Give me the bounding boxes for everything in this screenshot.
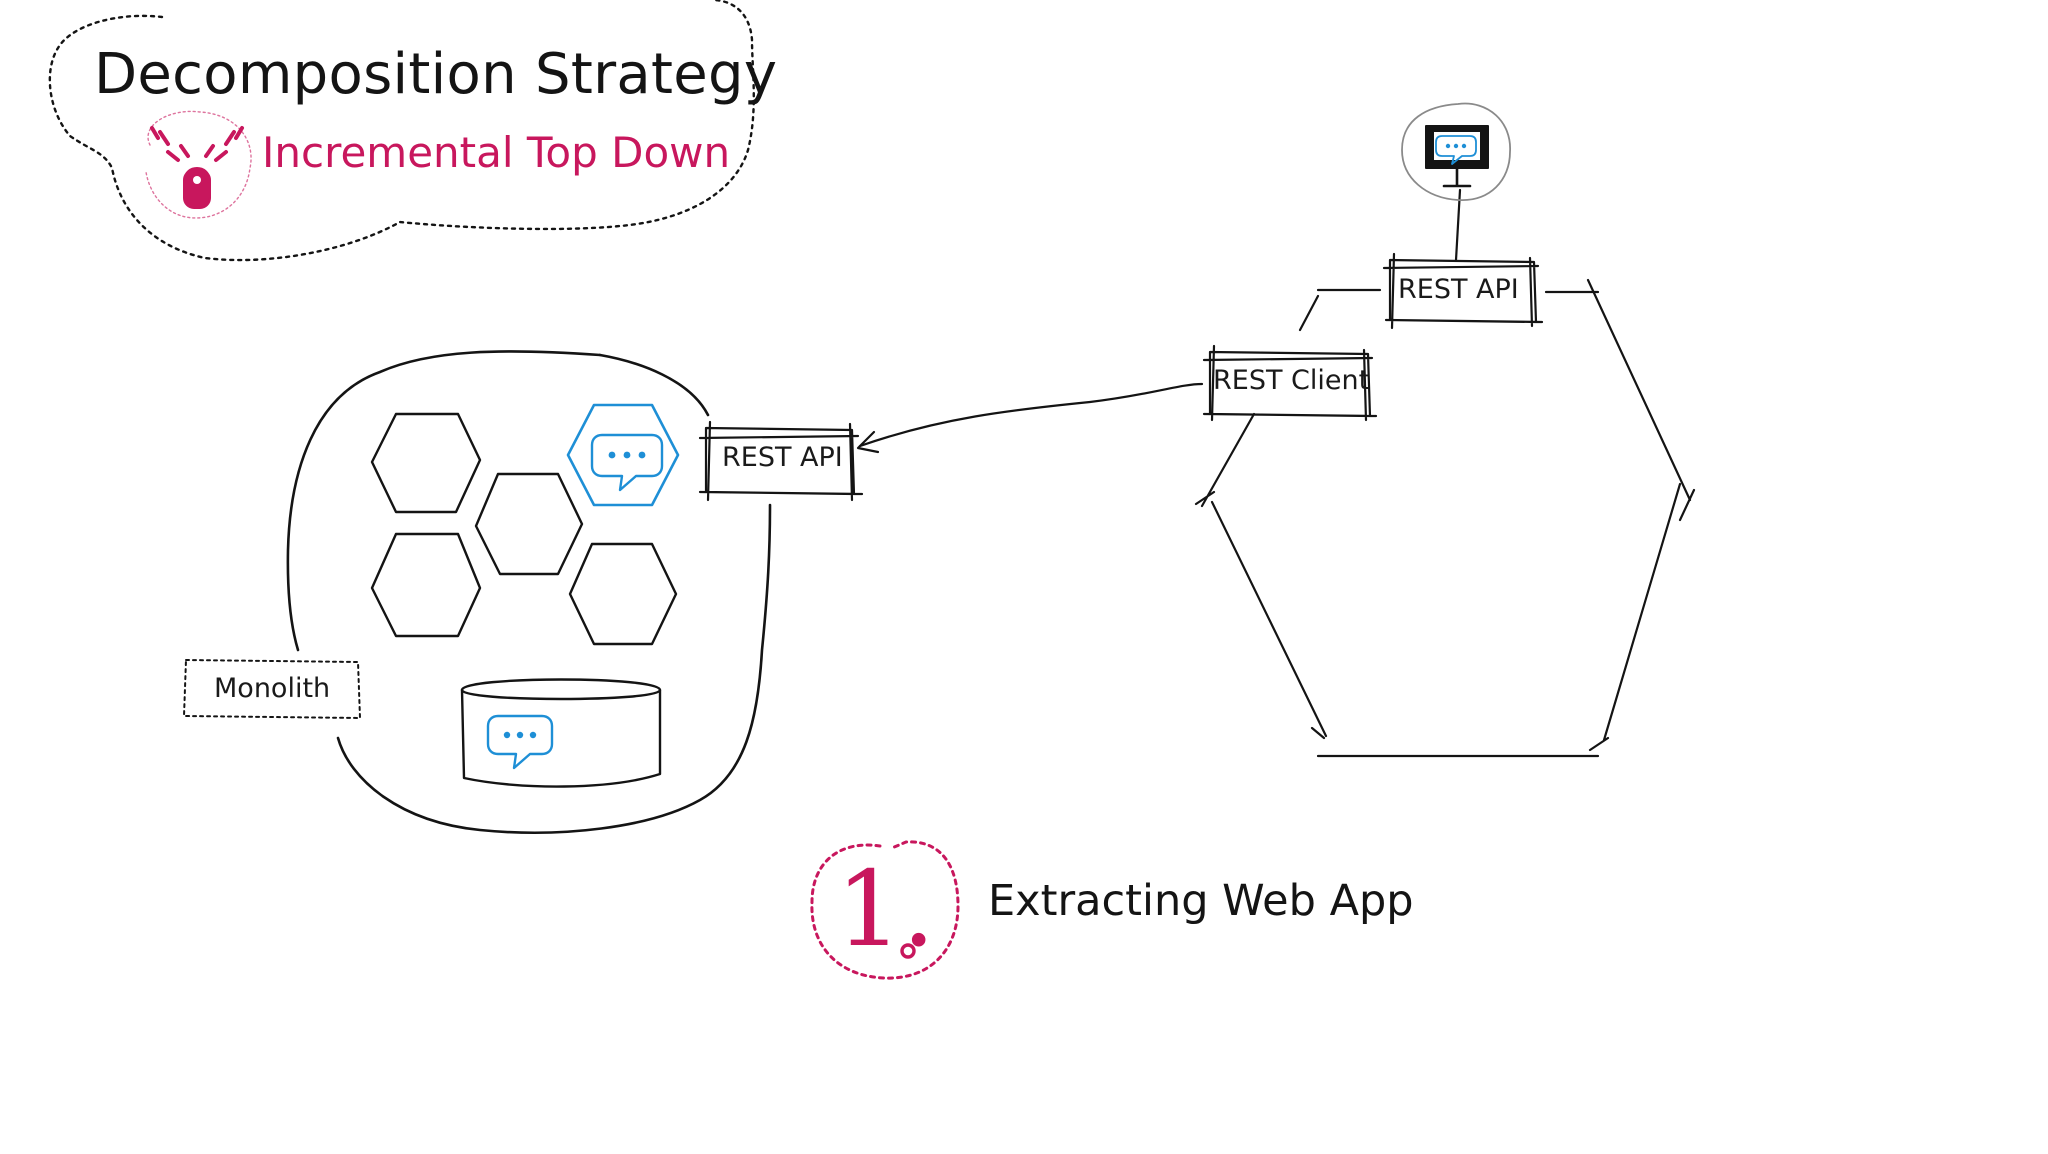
- title-cloud-outline: [48, 0, 755, 262]
- database-cylinder: [460, 678, 662, 788]
- step-label: Extracting Web App: [988, 876, 1414, 926]
- chat-bubble-icon: [590, 433, 664, 492]
- step-circle-outline: [810, 840, 960, 980]
- page-title: Decomposition Strategy: [94, 42, 778, 107]
- webapp-rest-api-label: REST API: [1398, 274, 1519, 305]
- monolith-blob: [286, 350, 772, 834]
- monolith-label-box: [183, 659, 361, 719]
- hexagon-component-4: [568, 542, 678, 646]
- monolith-blob-top-right: [598, 353, 710, 417]
- monolith-rest-api-box: [698, 420, 864, 502]
- monitor-connector: [1454, 188, 1462, 262]
- monolith-label: Monolith: [214, 673, 331, 704]
- webapp-rest-api-box: [1382, 252, 1544, 330]
- page-subtitle: Incremental Top Down: [262, 128, 731, 177]
- hexagon-component-1: [370, 412, 482, 514]
- rest-client-box: [1202, 344, 1378, 422]
- service-chat-hexagon: [566, 403, 680, 507]
- lightning-rod-icon: [145, 110, 252, 219]
- webapp-hexagon: [1194, 278, 1696, 758]
- step-number: 1.: [836, 848, 936, 970]
- monitor-chat-icon: [1401, 102, 1511, 201]
- monolith-rest-api-label: REST API: [722, 442, 843, 473]
- hexagon-component-3: [370, 532, 482, 638]
- rest-client-label: REST Client: [1213, 365, 1370, 396]
- chat-bubble-icon: [486, 714, 554, 770]
- step-dot: [900, 943, 916, 959]
- arrow-head: [856, 430, 880, 454]
- hexagon-component-2: [474, 472, 584, 576]
- client-to-api-arrow: [858, 382, 1204, 448]
